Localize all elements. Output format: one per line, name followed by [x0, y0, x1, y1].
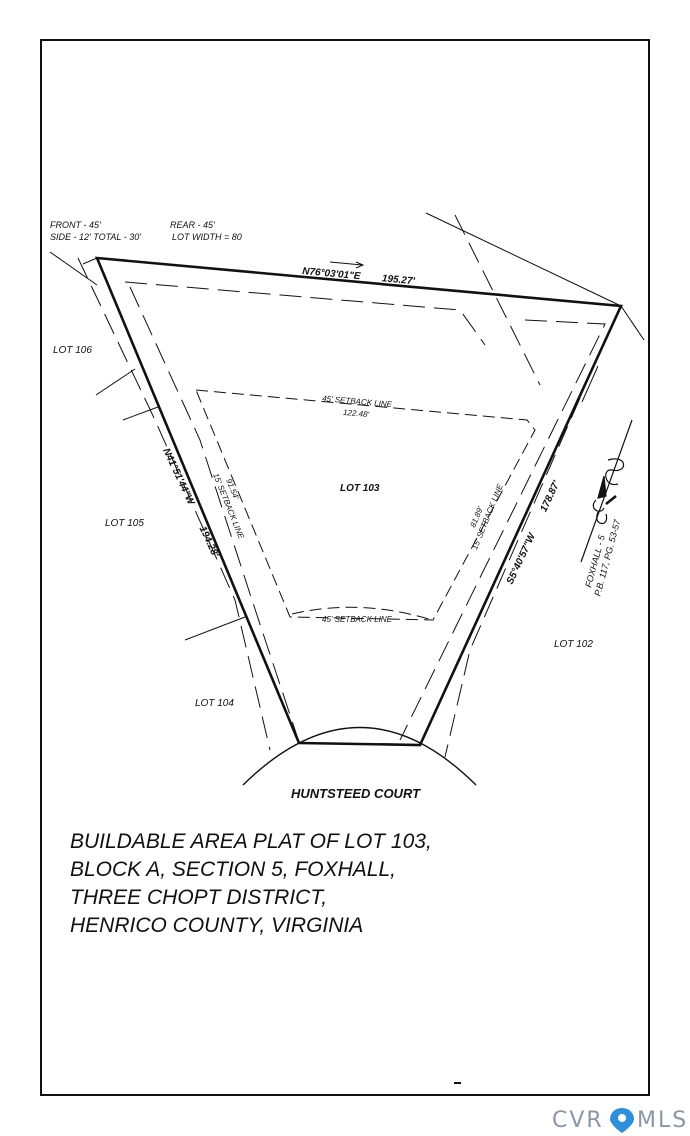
dashed-offsets	[77, 214, 606, 758]
watermark-right-text: MLS	[637, 1108, 688, 1133]
lot-104-label: LOT 104	[195, 698, 234, 709]
lot-105-label: LOT 105	[105, 518, 144, 529]
rear-setback-distance: 122.48'	[343, 408, 370, 419]
west-distance: 194.28'	[197, 525, 221, 560]
lot-106-label: LOT 106	[53, 345, 92, 356]
zoning-rear: REAR - 45'	[170, 220, 215, 230]
sheet-border	[40, 39, 650, 1096]
adjacent-lot-lines	[49, 212, 645, 641]
title-line-3: THREE CHOPT DISTRICT,	[70, 886, 327, 909]
title-line-4: HENRICO COUNTY, VIRGINIA	[70, 914, 363, 937]
north-bearing: N76°03'01"E	[302, 266, 361, 282]
north-distance: 195.27'	[381, 273, 415, 287]
front-setback-label: 45' SETBACK LINE	[322, 615, 393, 624]
zoning-side: SIDE - 12' TOTAL - 30'	[50, 232, 141, 242]
zoning-lot-width: LOT WIDTH = 80	[172, 232, 242, 242]
zoning-front: FRONT - 45'	[50, 220, 101, 230]
watermark-left-text: CVR	[552, 1108, 604, 1133]
lot-102-label: LOT 102	[554, 639, 593, 650]
title-line-1: BUILDABLE AREA PLAT OF LOT 103,	[70, 830, 432, 853]
lot-103-label: LOT 103	[340, 483, 380, 494]
buildable-area	[195, 389, 536, 621]
cvrmls-watermark: CVR MLS	[552, 1108, 688, 1133]
lot-103-boundary	[94, 256, 623, 747]
street-name: HUNTSTEED COURT	[291, 786, 421, 801]
pin-center	[618, 1114, 626, 1122]
north-arrow-icon	[580, 419, 633, 563]
cul-de-sac-curve	[242, 726, 477, 786]
title-line-2: BLOCK A, SECTION 5, FOXHALL,	[70, 858, 396, 881]
rear-setback-label: 45' SETBACK LINE	[322, 394, 393, 409]
north-arrow-icon	[329, 261, 365, 269]
